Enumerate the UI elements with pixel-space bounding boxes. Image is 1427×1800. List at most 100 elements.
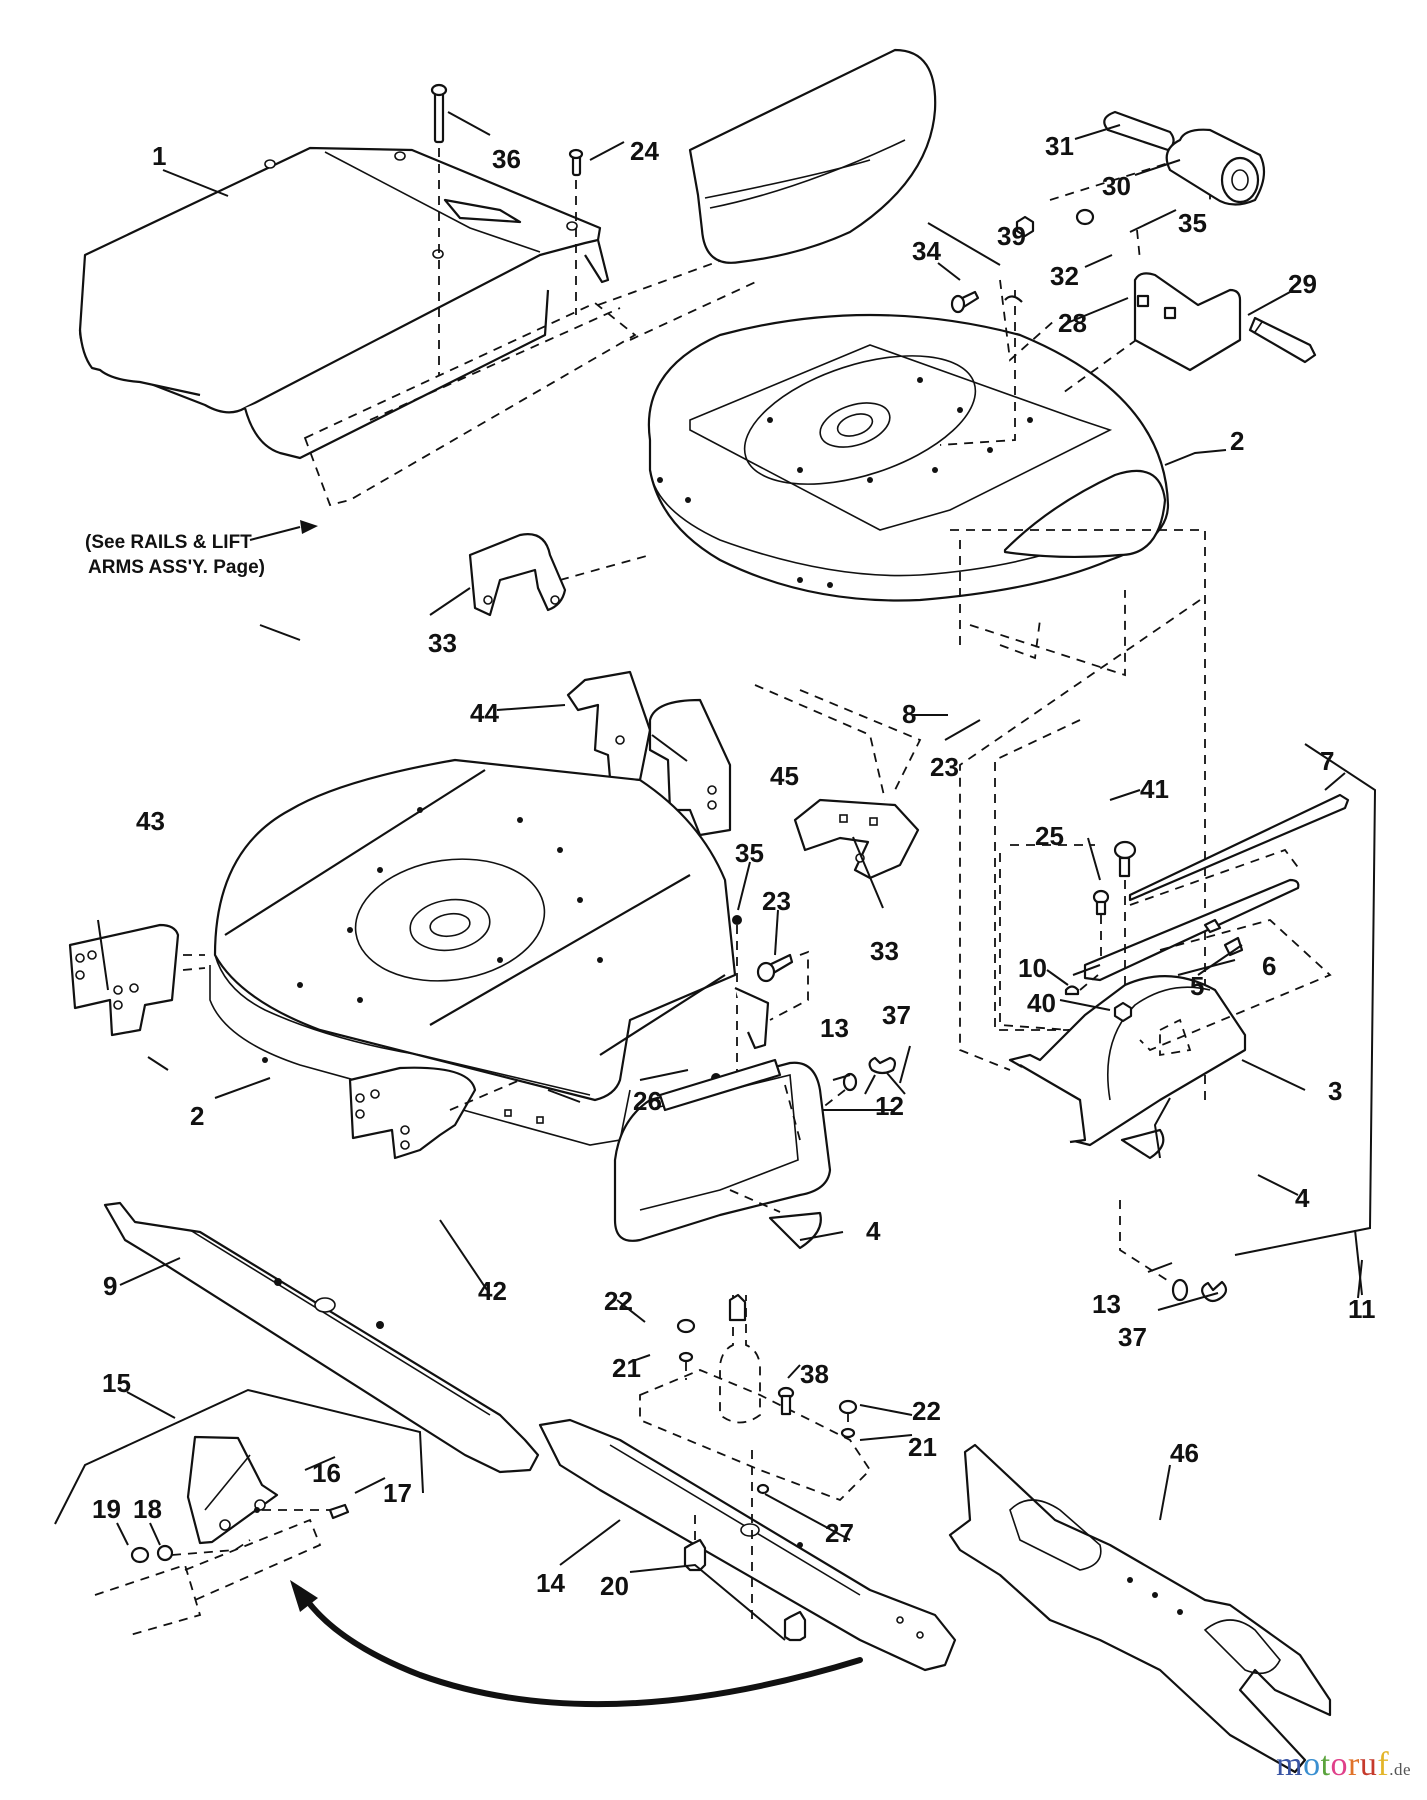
callout-36: 36: [492, 144, 521, 174]
callout-27: 27: [825, 1518, 854, 1548]
nut-13-wingnut-37-low: [1119, 1200, 1228, 1303]
watermark-letter: t: [1320, 1746, 1331, 1783]
arrow-head-icon: [290, 1580, 318, 1612]
bracket-44: [566, 670, 652, 782]
guide-line: [959, 599, 1201, 1071]
watermark-letter: o: [1330, 1746, 1349, 1783]
callout-6: 6: [1262, 951, 1276, 981]
callout-29: 29: [1288, 269, 1317, 299]
callout-25: 25: [1035, 821, 1064, 851]
callout-46: 46: [1170, 1438, 1199, 1468]
watermark-logo: motoruf.de: [1276, 1746, 1411, 1784]
callout-28: 28: [1058, 308, 1087, 338]
lower-deck-housing: [209, 758, 737, 1146]
callout-38: 38: [800, 1359, 829, 1389]
upper-deck-housing: [647, 313, 1170, 602]
guide-line: [1129, 848, 1301, 906]
belt-guard-cover: [688, 48, 937, 264]
guide-line: [1010, 844, 1099, 991]
guide-line: [799, 689, 922, 791]
callout-22-right: 22: [912, 1396, 941, 1426]
guide-line: [449, 1079, 521, 1111]
bracket-33-upper: [468, 533, 567, 617]
assembly-11-bracket: [1234, 743, 1377, 1256]
spindle-hardware: [676, 1318, 858, 1642]
callout-4-left: 4: [866, 1216, 881, 1246]
callout-42: 42: [478, 1276, 507, 1306]
guide-line: [1136, 229, 1141, 261]
callout-41: 41: [1140, 774, 1169, 804]
callout-23-upper: 23: [930, 752, 959, 782]
watermark-letter: f: [1377, 1746, 1390, 1783]
callout-44: 44: [470, 698, 499, 728]
callout-3: 3: [1328, 1076, 1342, 1106]
callout-16: 16: [312, 1458, 341, 1488]
callout-7: 7: [1320, 746, 1334, 776]
screw-41: [1113, 840, 1137, 985]
callout-35: 35: [1178, 208, 1207, 238]
guide-line: [994, 719, 1100, 1031]
callout-33-upper: 33: [428, 628, 457, 658]
blade-14: [538, 1418, 957, 1672]
deflector-4-left: [768, 1211, 822, 1250]
callout-14: 14: [536, 1568, 565, 1598]
guide-line: [999, 279, 1056, 362]
callout-2-lower: 2: [190, 1101, 204, 1131]
callout-11: 11: [1348, 1294, 1376, 1324]
callout-35-mid: 35: [735, 838, 764, 868]
callout-12: 12: [875, 1091, 904, 1121]
watermark-letter: m: [1276, 1746, 1304, 1783]
callout-1: 1: [152, 141, 166, 171]
callout-43: 43: [136, 806, 165, 836]
nut-13-wingnut-37-mid: [821, 1056, 897, 1109]
nut-10: [1064, 985, 1080, 996]
callout-34: 34: [912, 236, 941, 266]
assembly-arrow: [297, 1587, 863, 1708]
callout-5: 5: [1190, 971, 1204, 1001]
callout-31: 31: [1045, 131, 1074, 161]
guide-line: [182, 967, 206, 971]
discharge-chute-12: [613, 1058, 832, 1242]
note-arrow-head-icon: [300, 520, 318, 534]
callout-21-left: 21: [612, 1353, 641, 1383]
callout-40: 40: [1027, 988, 1056, 1018]
callout-32: 32: [1050, 261, 1079, 291]
note-arrow: [249, 526, 301, 541]
leader-lines: [97, 111, 1363, 1641]
bolt-36: [430, 83, 448, 375]
callout-15: 15: [102, 1368, 131, 1398]
callout-10: 10: [1018, 953, 1047, 983]
note-rails-line1: (See RAILS & LIFT: [85, 532, 252, 553]
callout-13-low: 13: [1092, 1289, 1121, 1319]
callout-13-mid: 13: [820, 1013, 849, 1043]
bolt-24: [568, 148, 584, 315]
assembly-11-leader: [1354, 1229, 1363, 1296]
callout-22-left: 22: [604, 1286, 633, 1316]
callout-18: 18: [133, 1494, 162, 1524]
callout-45: 45: [770, 761, 799, 791]
spring-6: [1223, 936, 1244, 957]
guide-line: [950, 529, 1206, 1100]
latch-plate-5: [1083, 878, 1300, 982]
watermark-letter: u: [1359, 1746, 1378, 1783]
callout-30: 30: [1102, 171, 1131, 201]
roller-assembly: [1004, 110, 1317, 372]
callout-9: 9: [103, 1271, 117, 1301]
watermark-letter: r: [1348, 1746, 1360, 1783]
callout-37-low: 37: [1118, 1322, 1147, 1352]
callout-19: 19: [92, 1494, 121, 1524]
callout-21-right: 21: [908, 1432, 937, 1462]
nut-40: [1113, 1001, 1133, 1023]
callout-4-right: 4: [1295, 1183, 1310, 1213]
guide-line: [559, 554, 651, 581]
blade-46: [948, 1443, 1332, 1774]
callout-37-mid: 37: [882, 1000, 911, 1030]
screw-34: [950, 290, 980, 314]
callouts: 1 36 24 39 31 30 32 35 28 29 34 2 33 44 …: [85, 131, 1376, 1601]
guide-line: [969, 590, 1126, 677]
callout-39: 39: [997, 221, 1026, 251]
mulching-kit: [54, 1388, 424, 1636]
blade-9: [103, 1201, 540, 1474]
watermark-letter: o: [1303, 1746, 1321, 1783]
callout-26: 26: [633, 1086, 662, 1116]
